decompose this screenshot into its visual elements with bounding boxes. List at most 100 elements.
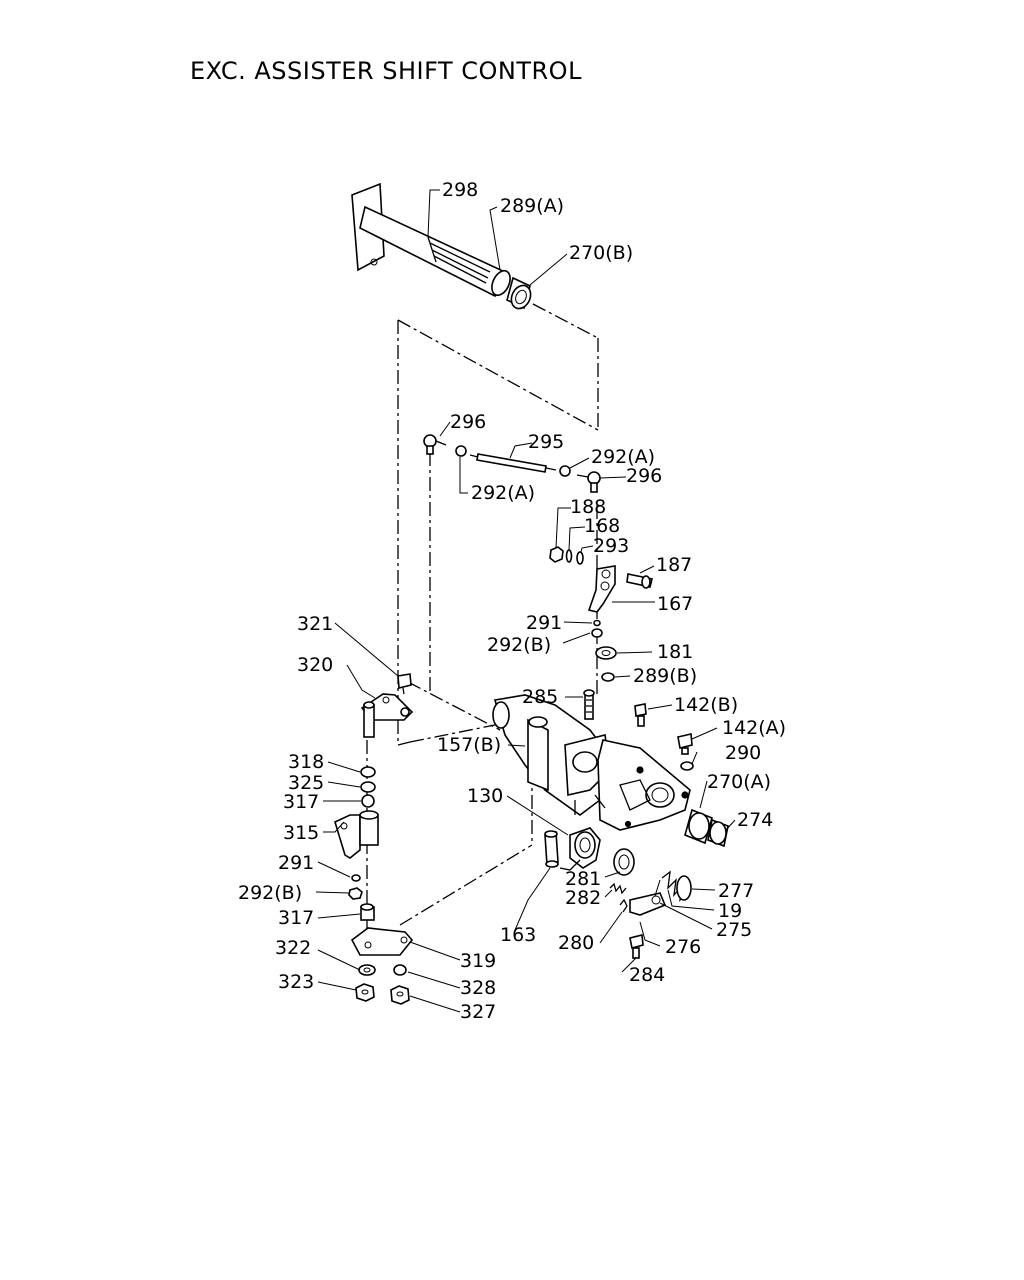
- bolt-142a: [677, 733, 693, 755]
- callout-323: 323: [278, 971, 314, 993]
- callout-281: 281: [565, 868, 601, 890]
- callout-280: 280: [558, 932, 594, 954]
- washer-168: [565, 549, 573, 563]
- washer-328: [393, 964, 407, 976]
- callout-270b: 270(B): [569, 242, 633, 264]
- ball-joint-296-right: [576, 471, 601, 493]
- callout-321: 321: [297, 613, 333, 635]
- bolt-321: [397, 673, 412, 695]
- spring-277: [661, 870, 692, 902]
- callout-19: 19: [718, 900, 742, 922]
- callout-292a-right: 292(A): [591, 446, 655, 468]
- callout-327: 327: [460, 1001, 496, 1023]
- lever-320: [360, 693, 414, 738]
- callout-296-right: 296: [626, 465, 662, 487]
- spring-282: [609, 882, 627, 895]
- callout-labels: 298 289(A) 270(B) 296 295 292(A) 296 292…: [238, 179, 786, 1023]
- lever-130: [559, 827, 601, 871]
- washer-289b: [601, 672, 615, 682]
- callout-325: 325: [288, 772, 324, 794]
- bushing-317-lower: [360, 903, 375, 921]
- callout-298: 298: [442, 179, 478, 201]
- callout-290: 290: [725, 742, 761, 764]
- pin-280: [619, 898, 628, 913]
- ball-joint-296-left: [423, 434, 447, 455]
- leader-lines: [315, 189, 736, 1013]
- callout-289a: 289(A): [500, 195, 564, 217]
- callout-277: 277: [718, 880, 754, 902]
- callout-181: 181: [657, 641, 693, 663]
- lever-167: [587, 565, 616, 613]
- rod-295: [469, 453, 557, 473]
- callout-291-lower: 291: [278, 852, 314, 874]
- axis-frame-top: [397, 319, 599, 431]
- washer-289a: [491, 269, 511, 297]
- washer-291-top: [593, 619, 601, 627]
- nut-323: [355, 983, 375, 1002]
- callout-282: 282: [565, 887, 601, 909]
- washer-318: [360, 766, 376, 778]
- callout-317-upper: 317: [283, 791, 319, 813]
- callout-157b: 157(B): [437, 734, 501, 756]
- washer-291-lower: [351, 874, 361, 882]
- callout-275: 275: [716, 919, 752, 941]
- callout-168: 168: [584, 515, 620, 537]
- callout-320: 320: [297, 654, 333, 676]
- callout-318: 318: [288, 751, 324, 773]
- nut-292b-lower: [348, 887, 363, 900]
- nut-292b-top: [591, 628, 603, 638]
- callout-291-top: 291: [526, 612, 562, 634]
- bushing-270a: [684, 808, 713, 845]
- callout-142a: 142(A): [722, 717, 786, 739]
- callout-167: 167: [657, 593, 693, 615]
- callout-276: 276: [665, 936, 701, 958]
- washer-290: [680, 761, 694, 771]
- breather-285: [583, 689, 595, 720]
- callout-188: 188: [570, 496, 606, 518]
- bolt-187: [626, 573, 653, 589]
- callout-142b: 142(B): [674, 694, 738, 716]
- callout-270a: 270(A): [707, 771, 771, 793]
- cap-281: [613, 848, 635, 876]
- washer-322: [358, 964, 376, 976]
- callout-319: 319: [460, 950, 496, 972]
- callout-274: 274: [737, 809, 773, 831]
- callout-292b-lower: 292(B): [238, 882, 302, 904]
- axis-lower-link: [399, 844, 533, 926]
- collar-292a-left: [455, 445, 467, 457]
- lever-319: [350, 927, 414, 956]
- callout-130: 130: [467, 785, 503, 807]
- callout-187: 187: [656, 554, 692, 576]
- axis-321-to-housing: [407, 681, 501, 731]
- callout-295: 295: [528, 431, 564, 453]
- diagram-title: EXC. ASSISTER SHIFT CONTROL: [190, 57, 582, 85]
- washer-325: [360, 781, 376, 793]
- bushing-317-upper: [361, 794, 375, 808]
- bushing-270b: [506, 276, 532, 310]
- bracket-315: [334, 810, 379, 859]
- plate-275: [629, 892, 667, 916]
- callout-315: 315: [283, 822, 319, 844]
- bolt-284: [629, 933, 644, 959]
- axis-line-top: [532, 303, 599, 339]
- callout-328: 328: [460, 977, 496, 999]
- callout-317-lower: 317: [278, 907, 314, 929]
- cap-274: [707, 818, 729, 848]
- washer-293: [576, 551, 584, 565]
- callout-292b-top: 292(B): [487, 634, 551, 656]
- callout-289b: 289(B): [633, 665, 697, 687]
- callout-292a-left: 292(A): [471, 482, 535, 504]
- pin-163: [544, 830, 559, 868]
- bolt-142b: [634, 703, 647, 727]
- washer-181: [595, 646, 617, 660]
- housing-157b: [492, 694, 691, 831]
- callout-296-left: 296: [450, 411, 486, 433]
- callout-163: 163: [500, 924, 536, 946]
- nut-188: [549, 546, 564, 563]
- nut-327: [390, 985, 410, 1005]
- axis-frame-left: [397, 320, 411, 746]
- collar-292a-right: [559, 465, 571, 477]
- callout-285: 285: [522, 686, 558, 708]
